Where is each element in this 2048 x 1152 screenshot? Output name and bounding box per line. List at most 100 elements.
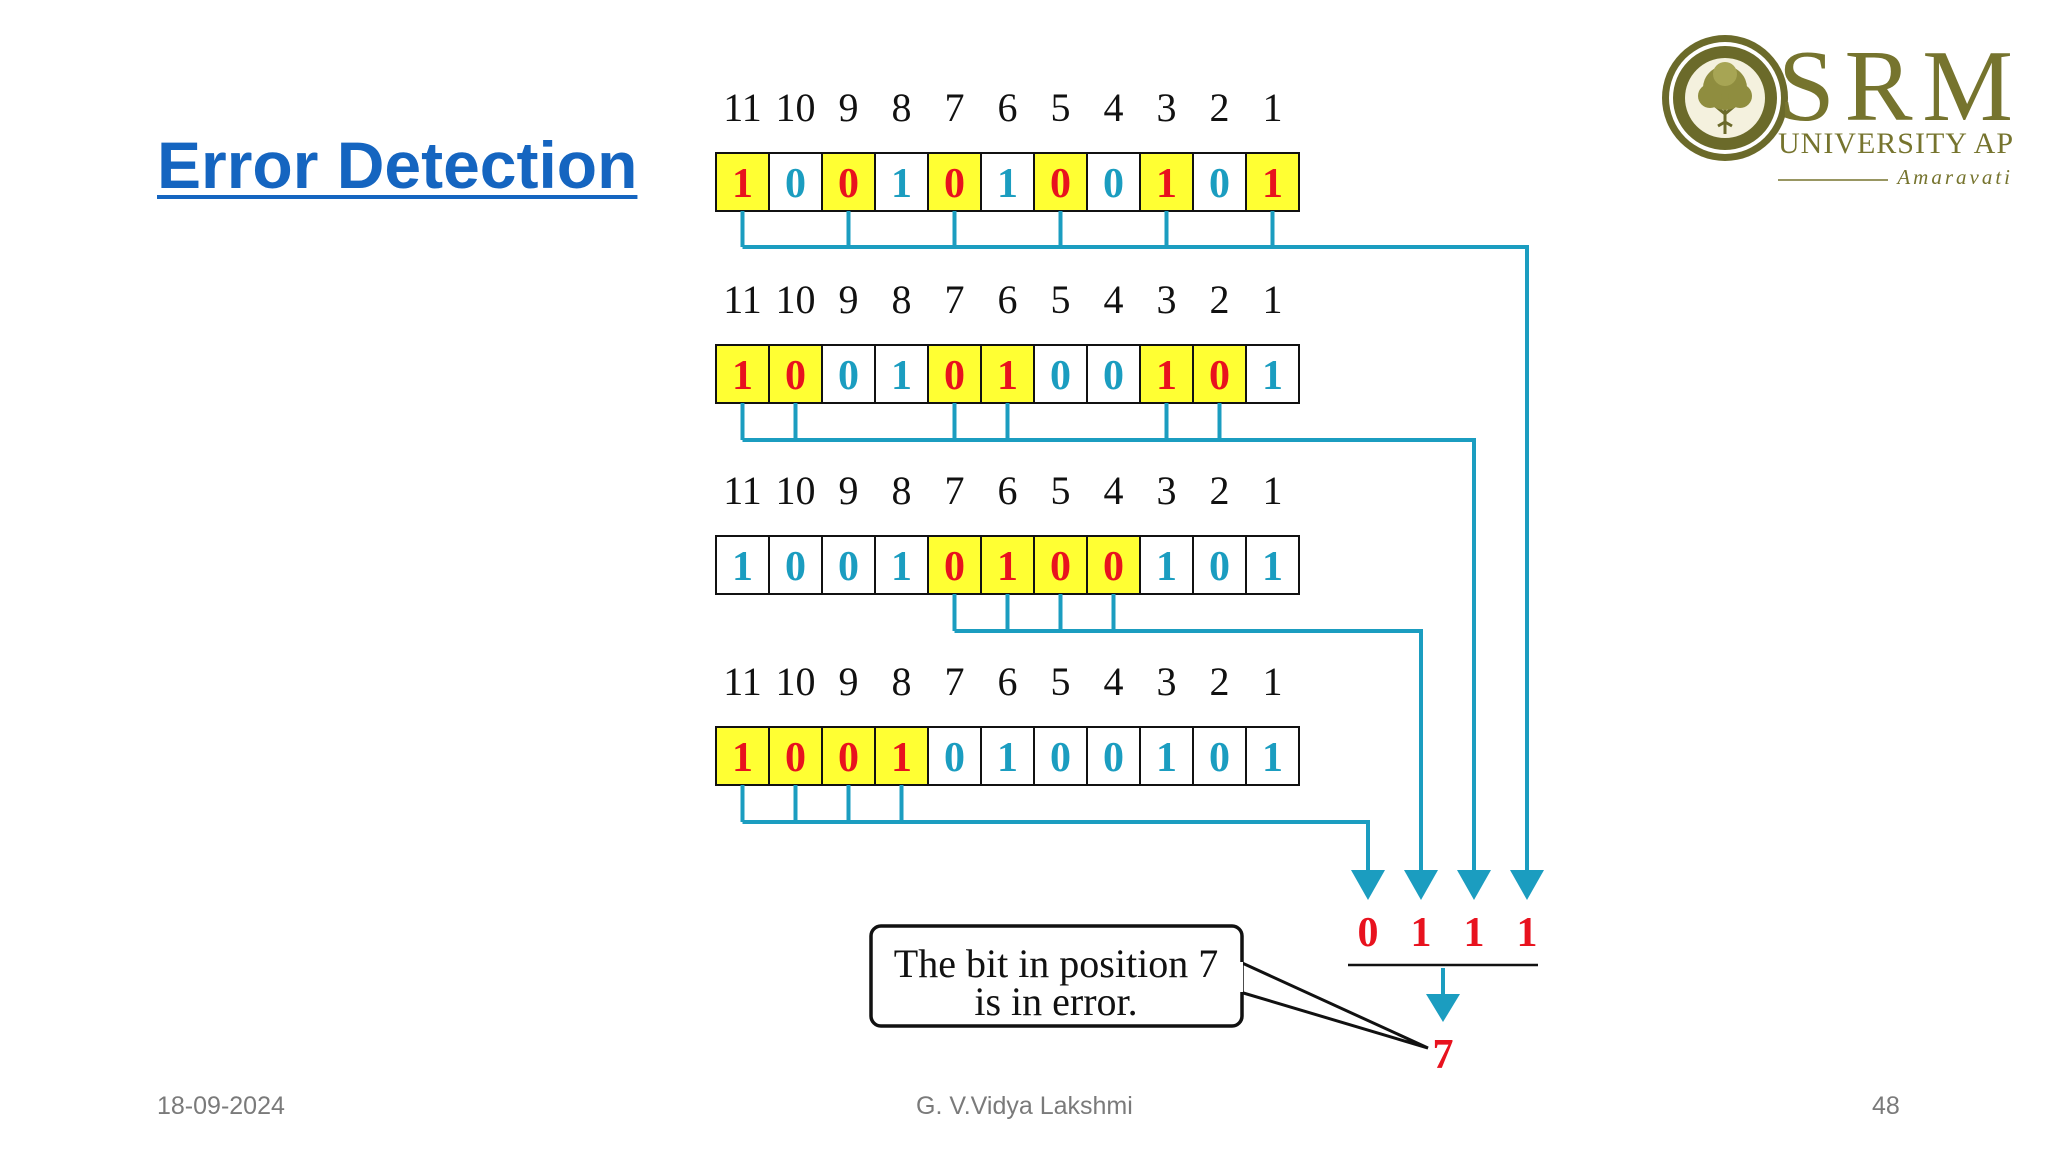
bit-value: 0 [838,161,859,207]
position-label: 10 [776,468,816,513]
error-position: 7 [1433,1032,1454,1078]
bit-value: 0 [1103,735,1124,781]
position-label: 6 [998,85,1018,130]
position-label: 3 [1157,659,1177,704]
position-label: 9 [839,85,859,130]
checked-bit-cell [1033,535,1088,595]
bit-value: 0 [1103,544,1124,590]
bit-cell [980,726,1035,786]
footer-date: 18-09-2024 [157,1092,285,1120]
position-label: 4 [1104,85,1124,130]
position-label: 9 [839,659,859,704]
syndrome-bit: 1 [1411,910,1432,956]
bit-value: 0 [1050,353,1071,399]
bit-value: 1 [732,353,753,399]
arrow-head-icon [1457,870,1491,900]
callout-text-line: The bit in position 7 [894,941,1218,986]
bit-cell [821,344,876,404]
bit-value: 0 [838,353,859,399]
logo-location: Amaravati [1895,165,2013,189]
parity-connectors [740,211,1544,900]
position-label: 7 [945,277,965,322]
bit-value: 0 [944,544,965,590]
checked-bit-cell [768,726,823,786]
bit-value: 1 [1262,353,1283,399]
bit-value: 1 [1156,161,1177,207]
position-label: 1 [1263,85,1283,130]
position-label: 6 [998,659,1018,704]
bit-value: 1 [891,544,912,590]
bit-value: 1 [1262,161,1283,207]
bit-value: 1 [997,735,1018,781]
error-callout: The bit in position 7is in error. [869,924,1429,1050]
bit-value: 1 [1156,735,1177,781]
position-label: 6 [998,468,1018,513]
bit-value: 0 [785,161,806,207]
position-label: 7 [945,468,965,513]
bit-cell [1245,726,1300,786]
bit-cell [715,535,770,595]
bit-value: 0 [785,544,806,590]
position-label: 2 [1210,659,1230,704]
bit-cell [874,152,929,212]
position-label: 1 [1263,659,1283,704]
checked-bit-cell [715,152,770,212]
bit-value: 1 [732,544,753,590]
bit-value: 0 [1050,161,1071,207]
position-label: 6 [998,277,1018,322]
position-label: 11 [723,468,762,513]
arrow-head-icon [1404,870,1438,900]
checked-bit-cell [715,726,770,786]
bit-value: 0 [944,161,965,207]
bit-cell [1139,535,1194,595]
bit-value: 0 [1209,735,1230,781]
logo-wordmark: SRM [1778,30,2013,143]
checked-bit-cell [927,535,982,595]
position-label: 5 [1051,468,1071,513]
callout-pointer [1239,960,1429,1050]
position-label: 8 [892,468,912,513]
bit-value: 0 [1103,161,1124,207]
position-label: 2 [1210,277,1230,322]
bit-value: 1 [997,161,1018,207]
bit-cell [1033,726,1088,786]
position-label: 1 [1263,468,1283,513]
position-label: 9 [839,277,859,322]
bit-value: 1 [1156,544,1177,590]
position-label: 10 [776,85,816,130]
parity-connector [740,785,1385,900]
checked-bit-cell [821,152,876,212]
bit-value: 1 [732,161,753,207]
bit-cell [927,726,982,786]
bit-cell [768,535,823,595]
position-label: 1 [1263,277,1283,322]
srm-university-logo: SRM UNIVERSITY AP Amaravati [1662,30,2013,189]
bit-value: 1 [891,735,912,781]
bit-cell [1245,344,1300,404]
position-label: 5 [1051,659,1071,704]
syndrome-bit: 0 [1358,910,1379,956]
bit-value: 1 [891,161,912,207]
bit-cell [1086,152,1141,212]
parity-connector [740,403,1491,900]
position-label: 4 [1104,468,1124,513]
callout-text-line: is in error. [974,979,1137,1024]
bit-cell [1245,535,1300,595]
position-label: 3 [1157,468,1177,513]
checked-bit-cell [1139,152,1194,212]
bit-value: 1 [1156,353,1177,399]
logo-subtitle: UNIVERSITY AP [1778,127,2013,160]
parity-connector [952,594,1438,900]
bit-value: 0 [944,353,965,399]
syndrome-bit: 1 [1464,910,1485,956]
position-label: 5 [1051,277,1071,322]
footer-author: G. V.Vidya Lakshmi [916,1092,1133,1120]
position-label: 5 [1051,85,1071,130]
bit-value: 0 [1209,353,1230,399]
position-label: 2 [1210,85,1230,130]
